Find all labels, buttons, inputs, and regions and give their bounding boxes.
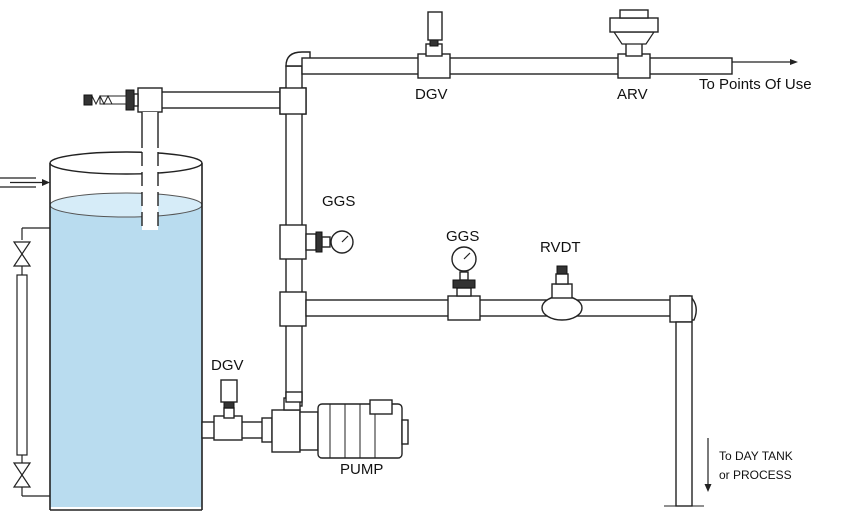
label-day-tank-line2: or PROCESS: [719, 468, 792, 482]
sight-glass-valve-bottom-icon: [12, 462, 32, 477]
label-pump: PUMP: [340, 461, 383, 478]
water-surface: [49, 192, 203, 218]
sight-glass: [12, 227, 50, 497]
storage-tank: [49, 151, 203, 511]
return-pipe: [83, 87, 283, 230]
rvdt-valve-icon: [551, 265, 573, 299]
top-header-pipe: [301, 9, 798, 79]
ggs-gauge-vertical-icon: [305, 230, 354, 254]
tank-top-rim: [49, 151, 203, 175]
tank-inlet: [0, 177, 50, 188]
label-dgv-top: DGV: [415, 86, 448, 103]
ggs-gauge-horizontal-icon: [451, 246, 477, 297]
label-arv: ARV: [617, 86, 648, 103]
label-rvdt: RVDT: [540, 239, 581, 256]
day-tank-arrow: [704, 438, 712, 492]
sight-glass-valve-top-icon: [12, 241, 32, 256]
label-ggs-vertical: GGS: [322, 193, 355, 210]
horizontal-branch-pipe: [305, 295, 704, 507]
label-day-tank-line1: To DAY TANK: [719, 449, 793, 463]
label-points-of-use: To Points Of Use: [699, 76, 812, 93]
label-ggs-horizontal: GGS: [446, 228, 479, 245]
label-dgv-pump: DGV: [211, 357, 244, 374]
vertical-riser: [279, 51, 311, 407]
pump-assembly: [201, 379, 409, 459]
tank-water: [50, 205, 202, 507]
